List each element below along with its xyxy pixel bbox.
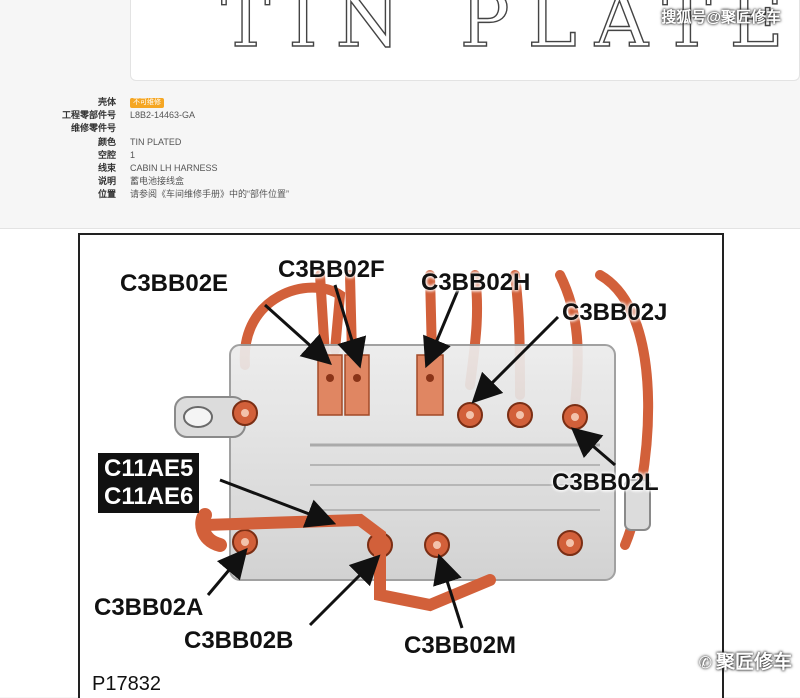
spec-row-description: 说明蓄电池接线盒 <box>97 176 185 187</box>
part-image-banner: TIN PLATED 搜狐号@聚匠修车 <box>130 0 800 81</box>
callout-c3bb02a: C3BB02A <box>94 594 204 621</box>
callout-c11ae6: C11AE6 <box>98 481 200 513</box>
callout-c3bb02f: C3BB02F <box>278 256 385 283</box>
banner-title: TIN PLATED <box>220 0 800 65</box>
junction-box-illustration <box>174 270 654 629</box>
callout-c3bb02j: C3BB02J <box>562 299 668 326</box>
location-link[interactable]: 请参阅《车间维修手册》中的“部件位置” <box>130 189 289 200</box>
spec-row-location: 位置请参阅《车间维修手册》中的“部件位置” <box>0 188 420 201</box>
connector-diagram: C3BB02E C3BB02F C3BB02H C3BB02J C3BB02L … <box>78 233 724 698</box>
spec-row-service-part: 维修零件号 <box>70 123 116 134</box>
wechat-icon: ✆ <box>698 655 712 672</box>
figure-id: P17832 <box>92 673 161 695</box>
watermark-text: 搜狐号@聚匠修车 <box>661 9 781 26</box>
callout-c11ae5: C11AE5 <box>98 453 200 485</box>
footer-watermark: ✆聚匠修车 <box>698 652 792 673</box>
callout-c3bb02b: C3BB02B <box>184 627 294 654</box>
callout-c3bb02l: C3BB02L <box>552 469 659 496</box>
callout-c3bb02m: C3BB02M <box>404 632 517 659</box>
callout-c3bb02h: C3BB02H <box>421 269 531 296</box>
callout-c3bb02e: C3BB02E <box>120 270 229 297</box>
callout-leaders <box>206 284 616 629</box>
spec-row-housing: 壳体不可维修 <box>0 96 420 109</box>
status-badge: 不可维修 <box>130 97 164 108</box>
